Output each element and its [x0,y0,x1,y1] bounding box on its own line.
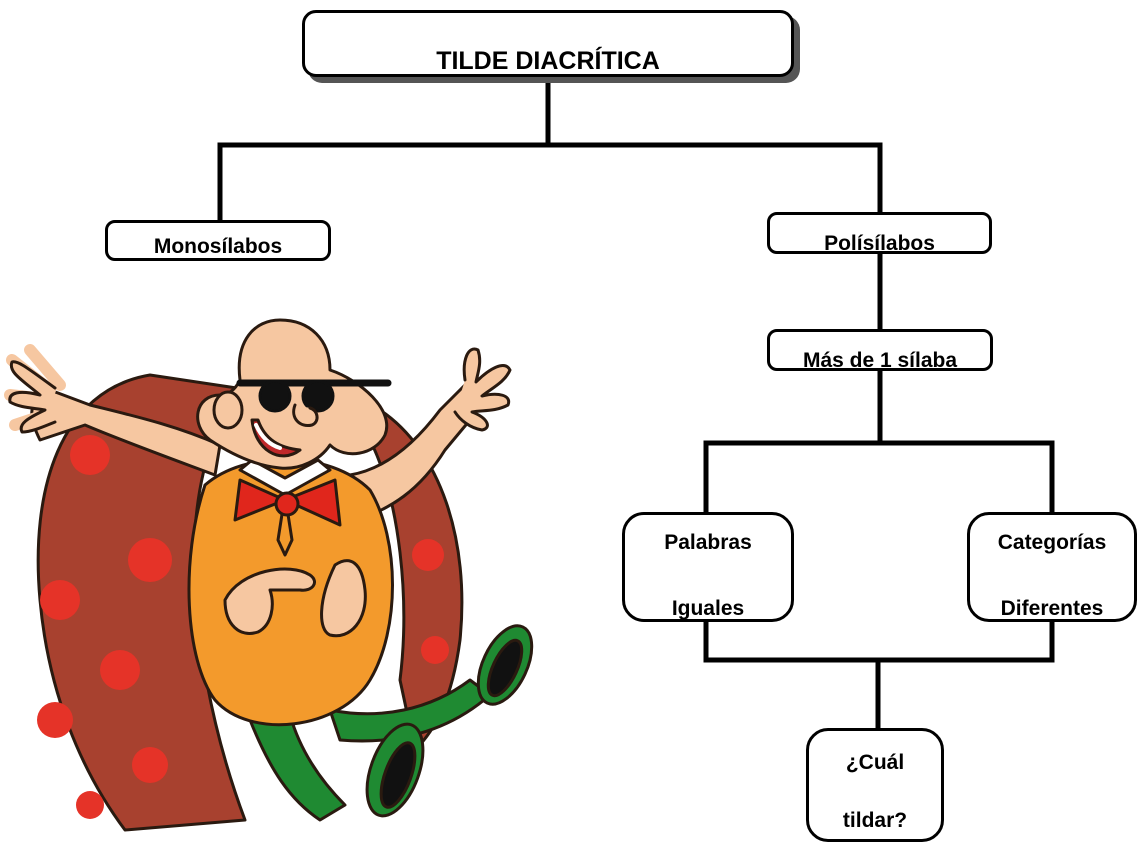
diagram-title-box: TILDE DIACRÍTICA [302,10,794,77]
polisilabos-label: Polísílabos [824,232,935,255]
cartoon-man-with-sunglasses-icon [4,318,534,832]
palabras-iguales-box: Palabras Iguales [622,512,794,622]
categorias-diferentes-line2: Diferentes [1000,597,1104,620]
cual-tildar-box: ¿Cuál tildar? [806,728,944,842]
monosilabos-box: Monosílabos [105,220,331,261]
categorias-diferentes-line1: Categorías [997,531,1107,554]
cual-tildar-line2: tildar? [842,809,908,832]
palabras-iguales-line2: Iguales [671,597,745,620]
mas-de-una-silaba-box: Más de 1 sílaba [767,329,993,372]
cual-tildar-line1: ¿Cuál [845,751,905,774]
palabras-iguales-line1: Palabras [664,531,752,554]
categorias-diferentes-box: Categorías Diferentes [967,512,1137,622]
monosilabos-label: Monosílabos [153,235,283,258]
diagram-title: TILDE DIACRÍTICA [436,47,660,75]
mas-de-una-silaba-label: Más de 1 sílaba [802,349,958,372]
polisilabos-box: Polísílabos [767,212,992,255]
